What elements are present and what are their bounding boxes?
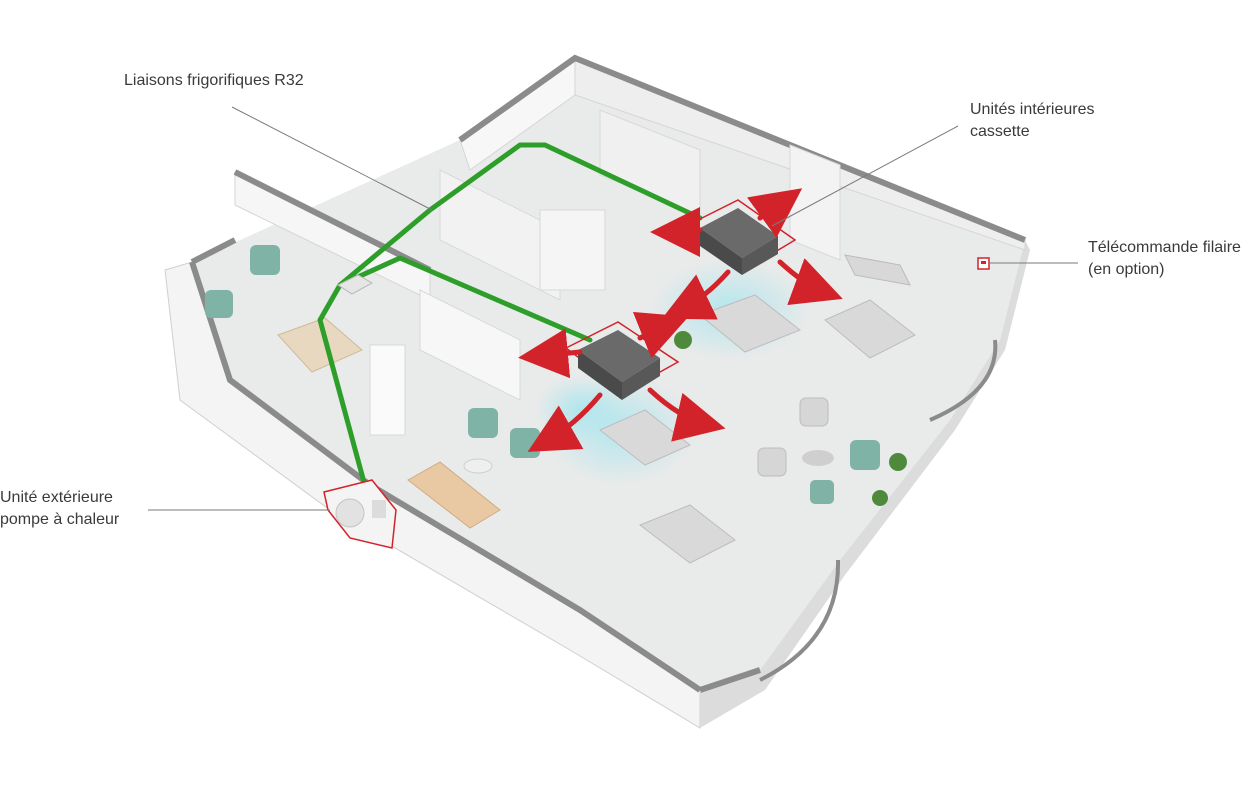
balconies [759,339,998,682]
label-refrigerant-pipes: Liaisons frigorifiques R32 [124,72,304,89]
airflow-arrow-icon [518,188,843,452]
outdoor-unit-icon [323,479,397,549]
cassette-unit-icon [564,321,680,400]
wall-remote-icon [977,257,990,270]
cassette-unit-icon [686,199,797,275]
leader-lines [148,106,1078,511]
label-indoor-cassette-units: Unités intérieures cassette [970,101,1095,140]
label-outdoor-heat-pump: Unité extérieure pompe à chaleur [0,489,120,528]
label-wired-remote: Télécommande filaire (en option) [1088,239,1241,278]
pipe-junction-box [336,274,374,295]
